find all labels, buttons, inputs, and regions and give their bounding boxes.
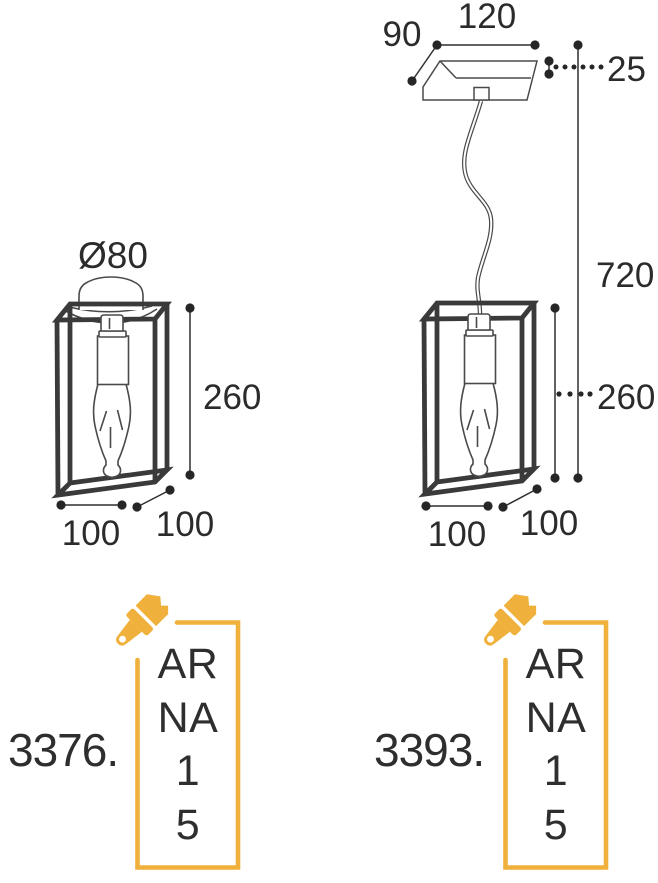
finish-line: AR bbox=[157, 640, 219, 688]
table-lamp-figure bbox=[57, 276, 167, 495]
dimension-endpoints bbox=[56, 40, 604, 512]
dimension-label-depth-left: 100 bbox=[156, 505, 214, 544]
finish-line: 1 bbox=[175, 747, 201, 795]
finish-code-right: AR NA 1 5 bbox=[503, 638, 609, 852]
dimension-label-diameter: Ø80 bbox=[78, 235, 148, 276]
light-bulb bbox=[459, 313, 499, 478]
product-code-3376: 3376. bbox=[8, 724, 119, 776]
dimension-label-height-left: 260 bbox=[203, 378, 261, 417]
pendant-lamp-figure bbox=[422, 60, 538, 494]
finish-line: 1 bbox=[543, 747, 569, 795]
dimension-label-width-right: 100 bbox=[428, 515, 486, 554]
paintbrush-icon bbox=[484, 594, 537, 646]
light-bulb bbox=[92, 314, 132, 479]
dimension-label-total-height: 720 bbox=[596, 256, 654, 295]
finish-line: NA bbox=[525, 693, 587, 742]
paintbrush-icon bbox=[116, 594, 169, 646]
finish-line: AR bbox=[525, 640, 587, 688]
finish-code-left: AR NA 1 5 bbox=[135, 638, 241, 852]
technical-drawing: Ø80 260 100 100 120 90 25 720 260 100 10… bbox=[0, 0, 655, 554]
dimension-label-depth-right: 100 bbox=[520, 504, 578, 543]
finish-line: 5 bbox=[543, 800, 569, 849]
finish-line: NA bbox=[157, 693, 219, 742]
finish-box-left bbox=[135, 620, 241, 870]
pendant-cable bbox=[461, 100, 494, 315]
finish-box-right bbox=[503, 620, 609, 870]
dimension-label-width-left: 100 bbox=[62, 514, 120, 553]
dimension-lines bbox=[61, 44, 579, 508]
dimension-label-canopy-thickness: 25 bbox=[607, 50, 646, 89]
dimension-label-canopy-width: 120 bbox=[458, 0, 516, 36]
product-code-3393: 3393. bbox=[374, 724, 485, 776]
finish-line: 5 bbox=[175, 800, 201, 849]
pendant-ceiling-plate bbox=[422, 60, 538, 101]
dimension-label-canopy-depth: 90 bbox=[383, 15, 422, 54]
dimension-label-cage-height: 260 bbox=[597, 378, 655, 417]
